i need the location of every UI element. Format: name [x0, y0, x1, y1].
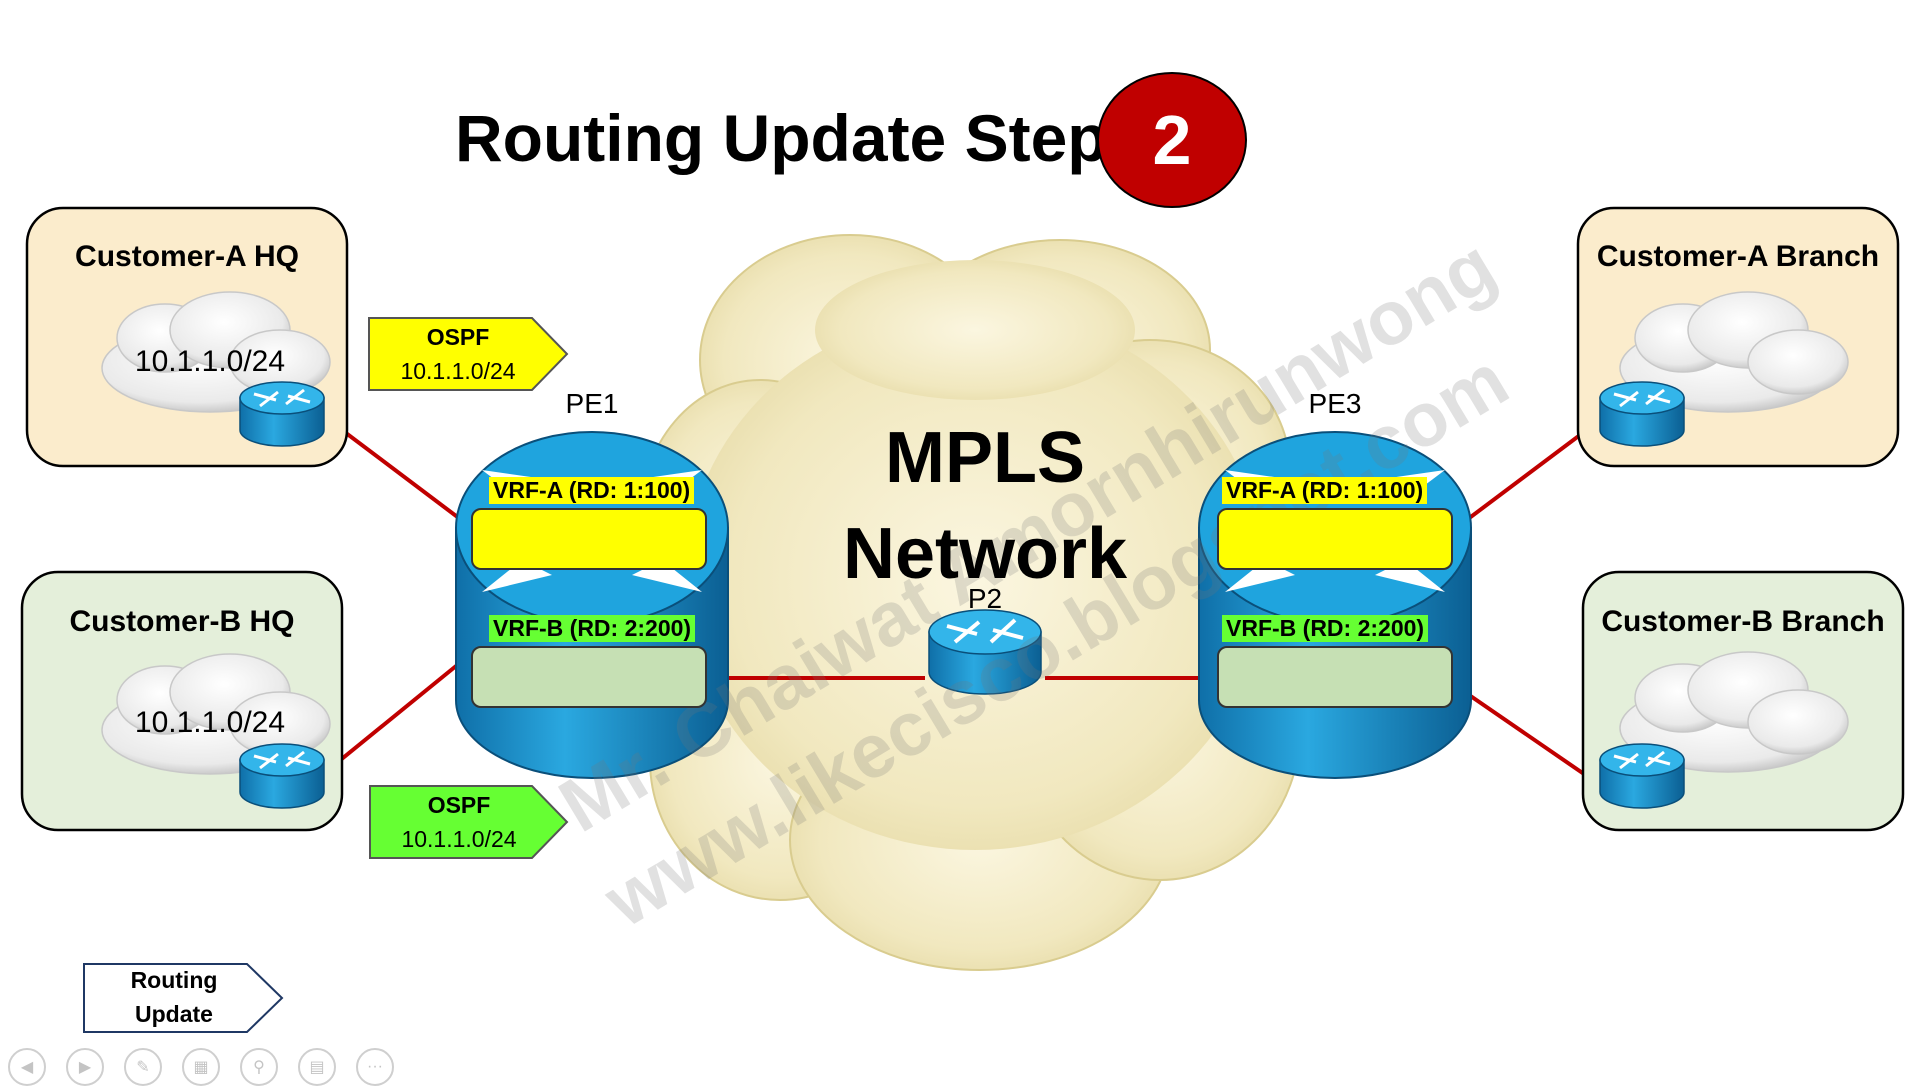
- grid-icon: ▦: [193, 1059, 209, 1076]
- vrf-label-pe3-b: VRF-B (RD: 2:200): [1222, 615, 1429, 642]
- site-title-b-hq: Customer-B HQ: [69, 605, 295, 638]
- more-icon: ···: [367, 1058, 383, 1075]
- vrf-table-pe3-b: [1217, 646, 1453, 708]
- router-label-pe3: PE3: [1308, 388, 1362, 419]
- vrf-table-pe1-b: [471, 646, 707, 708]
- vrf-table-pe3-a: [1217, 508, 1453, 570]
- update-tag-a-prefix: 10.1.1.0/24: [400, 358, 516, 384]
- update-tag-b-protocol: OSPF: [427, 792, 491, 818]
- step-badge: 2: [1097, 72, 1247, 208]
- router-icon: [1599, 381, 1685, 447]
- tag-arrows: [83, 317, 569, 1033]
- page-title: Routing Update Step: [455, 101, 1108, 175]
- site-title-a-branch: Customer-A Branch: [1596, 240, 1880, 273]
- mpls-label-line-2: Network: [842, 514, 1128, 594]
- router-icon: [1599, 743, 1685, 809]
- update-tag-b-shape: [369, 785, 569, 859]
- legend-line-1: Routing: [130, 967, 218, 993]
- router-icon: [239, 743, 325, 809]
- subnet-b-hq: 10.1.1.0/24: [134, 706, 286, 739]
- vrf-label-pe3-a: VRF-A (RD: 1:100): [1222, 477, 1428, 504]
- legend-tag-shape: [83, 963, 284, 1033]
- subnet-a-hq: 10.1.1.0/24: [134, 345, 286, 378]
- site-title-a-hq: Customer-A HQ: [75, 240, 299, 273]
- vrf-label-pe1-a: VRF-A (RD: 1:100): [489, 477, 695, 504]
- cloud-icon: [1619, 291, 1849, 413]
- router-label-p2: P2: [967, 583, 1003, 614]
- legend-line-2: Update: [135, 1001, 213, 1027]
- pen-icon: ✎: [136, 1059, 150, 1076]
- update-tag-a: OSPF 10.1.1.0/24: [372, 320, 544, 388]
- zoom-button[interactable]: ⚲: [240, 1048, 278, 1086]
- legend-routing-update: Routing Update: [86, 963, 262, 1031]
- next-slide-button[interactable]: ▶: [66, 1048, 104, 1086]
- mpls-label-line-1: MPLS: [884, 418, 1085, 498]
- update-tag-a-protocol: OSPF: [426, 324, 490, 350]
- arrow-right-icon: ▶: [78, 1059, 92, 1076]
- ce-routers: [239, 381, 1685, 809]
- arrow-left-icon: ◀: [20, 1059, 34, 1076]
- update-tag-b: OSPF 10.1.1.0/24: [373, 788, 545, 856]
- subtitles-button[interactable]: ▤: [298, 1048, 336, 1086]
- previous-slide-button[interactable]: ◀: [8, 1048, 46, 1086]
- magnifier-icon: ⚲: [253, 1059, 265, 1076]
- router-label-pe1: PE1: [565, 388, 619, 419]
- router-icon: [928, 609, 1042, 695]
- update-tag-a-shape: [368, 317, 569, 391]
- more-options-button[interactable]: ···: [356, 1048, 394, 1086]
- update-tag-b-prefix: 10.1.1.0/24: [401, 826, 517, 852]
- vrf-label-pe1-b: VRF-B (RD: 2:200): [489, 615, 696, 642]
- vrf-table-pe1-a: [471, 508, 707, 570]
- site-title-b-branch: Customer-B Branch: [1601, 605, 1885, 638]
- slides-grid-button[interactable]: ▦: [182, 1048, 220, 1086]
- router-icon: [239, 381, 325, 447]
- subtitles-icon: ▤: [309, 1059, 325, 1076]
- pen-tool-button[interactable]: ✎: [124, 1048, 162, 1086]
